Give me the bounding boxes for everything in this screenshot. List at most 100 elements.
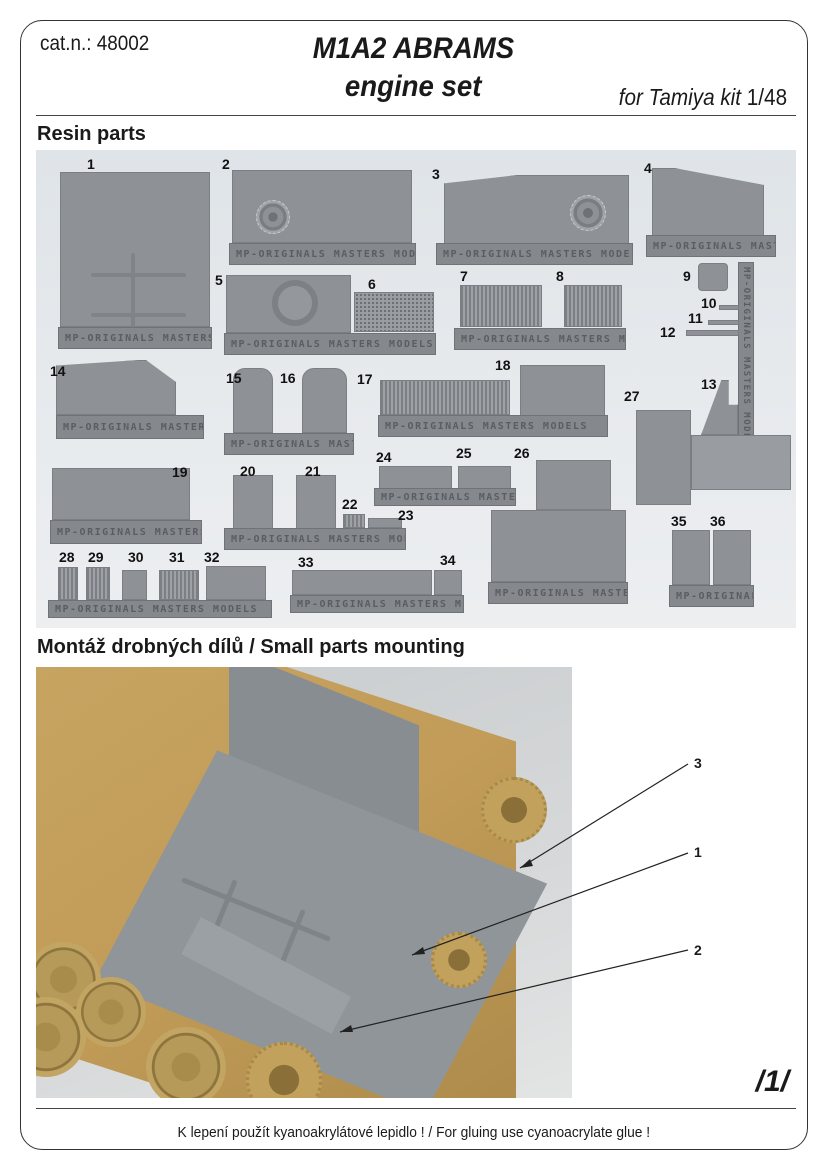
part-label-3: 3 bbox=[432, 166, 440, 182]
part-34 bbox=[434, 570, 462, 595]
part-label-25: 25 bbox=[456, 445, 472, 461]
part-label-31: 31 bbox=[169, 549, 185, 565]
part-14-base: MP-ORIGINALS MASTERS bbox=[56, 415, 204, 439]
part-label-34: 34 bbox=[440, 552, 456, 568]
section-heading-mounting: Montáž drobných dílů / Small parts mount… bbox=[37, 636, 465, 658]
product-title-line1: M1A2 ABRAMS bbox=[312, 32, 515, 65]
part-24-25-base: MP-ORIGINALS MASTERS bbox=[374, 488, 516, 506]
part-6 bbox=[354, 292, 434, 332]
part-25 bbox=[458, 466, 511, 490]
part-label-8: 8 bbox=[556, 268, 564, 284]
part-22 bbox=[343, 514, 365, 528]
part-3-base: MP-ORIGINALS MASTERS MODELS bbox=[436, 243, 633, 265]
part-33-34-base: MP-ORIGINALS MASTERS MODELS bbox=[290, 595, 464, 613]
part-label-23: 23 bbox=[398, 507, 414, 523]
part-label-20: 20 bbox=[240, 463, 256, 479]
part-35-36-base: MP-ORIGINALS bbox=[669, 585, 754, 607]
part-label-27: 27 bbox=[624, 388, 640, 404]
part-label-10: 10 bbox=[701, 295, 717, 311]
part-9 bbox=[698, 263, 728, 291]
callout-label-3: 3 bbox=[694, 755, 702, 771]
part-20 bbox=[233, 475, 273, 530]
part-label-1: 1 bbox=[87, 156, 95, 172]
part-24 bbox=[379, 466, 452, 490]
sprue-9-13-base: MP-ORIGINALS MASTERS MODELS bbox=[738, 262, 754, 437]
product-subtitle: engine set bbox=[0, 70, 827, 104]
part-23 bbox=[368, 518, 402, 528]
part-10 bbox=[719, 305, 739, 310]
product-title: M1A2 ABRAMS bbox=[0, 32, 827, 66]
part-19 bbox=[52, 468, 190, 520]
part-16 bbox=[302, 368, 347, 433]
part-12 bbox=[686, 330, 739, 336]
part-27-body bbox=[691, 435, 791, 490]
resin-parts-photo: MP-ORIGINALS MASTERS 1 MP-ORIGINALS MAST… bbox=[36, 150, 796, 628]
part-4 bbox=[652, 168, 764, 236]
catalog-number: cat.n.: 48002 bbox=[40, 32, 150, 55]
part-5-6-base: MP-ORIGINALS MASTERS MODELS bbox=[224, 333, 436, 355]
part-2-hub bbox=[256, 200, 290, 234]
part-36 bbox=[713, 530, 751, 585]
header-divider bbox=[36, 115, 796, 116]
rear-sprocket bbox=[246, 1042, 322, 1098]
part-label-12: 12 bbox=[660, 324, 676, 340]
kit-scale: 1/48 bbox=[746, 84, 787, 110]
part-20-23-base: MP-ORIGINALS MASTERS MODELS bbox=[224, 528, 406, 550]
part-5 bbox=[226, 275, 351, 333]
part-label-14: 14 bbox=[50, 363, 66, 379]
part-1-base: MP-ORIGINALS MASTERS bbox=[58, 327, 212, 349]
part-label-30: 30 bbox=[128, 549, 144, 565]
page-border bbox=[20, 20, 808, 1150]
part-7-8-base: MP-ORIGINALS MASTERS MODELS bbox=[454, 328, 626, 350]
part-label-35: 35 bbox=[671, 513, 687, 529]
part-35 bbox=[672, 530, 710, 585]
part-26-base: MP-ORIGINALS MASTERS bbox=[488, 582, 628, 604]
part-21 bbox=[296, 475, 336, 530]
part-17-18-base: MP-ORIGINALS MASTERS MODELS bbox=[378, 415, 608, 437]
part-28-32-base: MP-ORIGINALS MASTERS MODELS bbox=[48, 600, 272, 618]
part-4-base: MP-ORIGINALS MASTERS bbox=[646, 235, 776, 257]
part-label-32: 32 bbox=[204, 549, 220, 565]
part-label-2: 2 bbox=[222, 156, 230, 172]
part-27 bbox=[636, 410, 691, 505]
part-label-17: 17 bbox=[357, 371, 373, 387]
part-label-9: 9 bbox=[683, 268, 691, 284]
road-wheel bbox=[146, 1027, 226, 1098]
part-label-33: 33 bbox=[298, 554, 314, 570]
part-28 bbox=[58, 567, 78, 600]
part-label-15: 15 bbox=[226, 370, 242, 386]
part-17 bbox=[380, 380, 510, 415]
part-18 bbox=[520, 365, 605, 418]
kit-compatibility: for Tamiya kit 1/48 bbox=[619, 84, 787, 111]
part-label-19: 19 bbox=[172, 464, 188, 480]
footer-divider bbox=[36, 1108, 796, 1109]
part-label-7: 7 bbox=[460, 268, 468, 284]
part-label-5: 5 bbox=[215, 272, 223, 288]
callout-label-1: 1 bbox=[694, 844, 702, 860]
part-7 bbox=[460, 285, 542, 327]
callout-label-2: 2 bbox=[694, 942, 702, 958]
part-19-base: MP-ORIGINALS MASTERS bbox=[50, 520, 202, 544]
part-11 bbox=[708, 320, 739, 325]
glue-instruction: K lepení použít kyanoakrylátové lepidlo … bbox=[177, 1124, 650, 1141]
part-label-26: 26 bbox=[514, 445, 530, 461]
part-1 bbox=[60, 172, 210, 328]
part-label-28: 28 bbox=[59, 549, 75, 565]
idler-hub bbox=[431, 932, 487, 988]
part-label-21: 21 bbox=[305, 463, 321, 479]
part-label-36: 36 bbox=[710, 513, 726, 529]
part-31 bbox=[159, 570, 199, 600]
part-15-16-base: MP-ORIGINALS MASTERS bbox=[224, 433, 354, 455]
part-label-13: 13 bbox=[701, 376, 717, 392]
part-label-29: 29 bbox=[88, 549, 104, 565]
road-wheel bbox=[76, 977, 146, 1047]
part-26 bbox=[491, 510, 626, 582]
part-30 bbox=[122, 570, 147, 600]
section-heading-resin-parts: Resin parts bbox=[37, 123, 146, 145]
sprocket-wheel bbox=[481, 777, 547, 843]
part-15 bbox=[233, 368, 273, 433]
kit-label: for Tamiya kit bbox=[618, 84, 741, 110]
mounting-photo bbox=[36, 667, 572, 1098]
part-label-16: 16 bbox=[280, 370, 296, 386]
part-8 bbox=[564, 285, 622, 327]
